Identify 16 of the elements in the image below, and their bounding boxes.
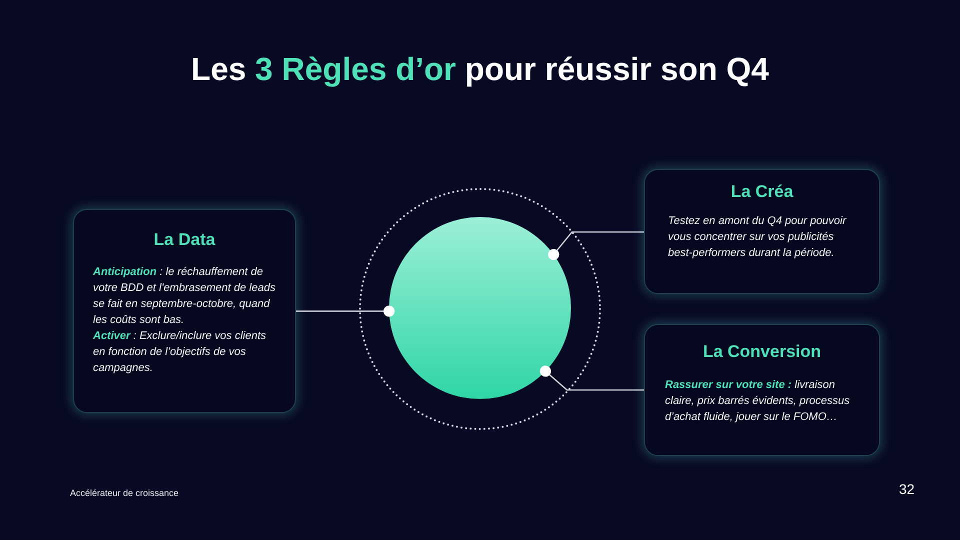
card-text: Testez en amont du Q4 pour pouvoir vous concentrer sur vos publicités best-performers durant la période. bbox=[668, 214, 848, 261]
card-text: Anticipation : le réchauffement de votre BDD et l'embrasement de leads se fait en septembre-octobre, quand les coûts sont bas. bbox=[93, 265, 276, 328]
page-number: 32 bbox=[899, 481, 915, 497]
connector-line bbox=[548, 231, 644, 260]
connector-line bbox=[296, 306, 395, 317]
card-heading: La Créa bbox=[730, 182, 794, 202]
footer-tagline: Accélérateur de croissance bbox=[70, 488, 179, 498]
info-card bbox=[73, 209, 296, 413]
slide-title: Les 3 Règles d’or pour réussir son Q4 bbox=[191, 51, 769, 87]
info-card bbox=[644, 169, 880, 294]
connector-line bbox=[540, 366, 644, 391]
card-heading: La Conversion bbox=[702, 342, 822, 362]
card-text: Rassurer sur votre site : livraison claire, prix barrés évidents, processus d’achat fluide, jouer sur le FOMO… bbox=[665, 378, 851, 425]
card-heading: La Data bbox=[152, 230, 216, 250]
info-card bbox=[644, 324, 880, 456]
card-text: Activer : Exclure/inclure vos clients en fonction de l’objectifs de vos campagnes. bbox=[93, 329, 268, 376]
